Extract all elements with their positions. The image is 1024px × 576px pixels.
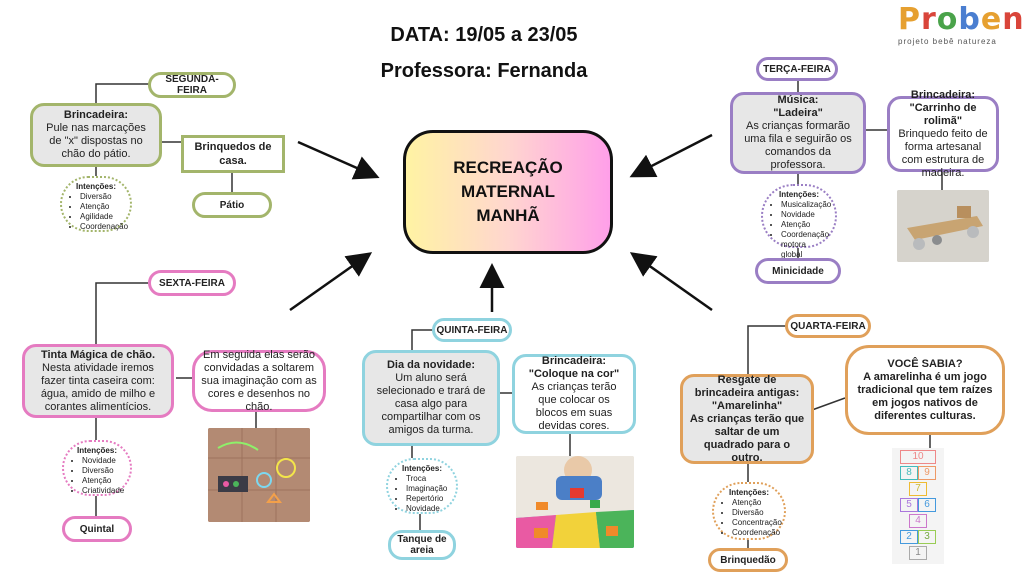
tuesday-intentions: Intenções: Musicalização Novidade Atençã…	[761, 184, 837, 259]
wednesday-intention: Atenção	[732, 498, 778, 508]
monday-place-pill: Pátio	[192, 192, 272, 218]
thursday-intentions-title: Intenções:	[401, 464, 442, 473]
monday-activity-box: Brincadeira: Pule nas marcações de "x" d…	[30, 103, 162, 167]
friday-activity-title: Tinta Mágica de chão.	[40, 348, 156, 361]
wednesday-intention: Coordenação	[732, 528, 780, 538]
monday-intention: Diversão	[80, 192, 124, 202]
friday-side-text: Em seguida elas serão convidadas a solta…	[201, 348, 317, 413]
wednesday-intention: Diversão	[732, 508, 778, 518]
hopscotch-cell: 9	[918, 466, 936, 480]
tuesday-activity-text: As crianças formarão uma fila e seguirão…	[744, 120, 852, 171]
thursday-side-text: As crianças terão que colocar os blocos …	[531, 381, 617, 432]
wednesday-intentions-title: Intenções:	[728, 488, 769, 497]
monday-activity-text: Pule nas marcações de "x" dispostas no c…	[46, 122, 146, 160]
teacher-title: Professora: Fernanda	[380, 60, 588, 82]
tuesday-intentions-title: Intenções:	[778, 190, 819, 199]
thursday-place-pill: Tanque de areia	[388, 530, 456, 560]
arrow-friday	[289, 252, 373, 312]
tuesday-side-box: Brincadeira: "Carrinho de rolimã" Brinqu…	[887, 89, 999, 179]
tuesday-activity-subtitle: "Ladeira"	[773, 107, 823, 119]
thursday-side-subtitle: "Coloque na cor"	[528, 368, 620, 380]
center-line3: MANHÃ	[476, 206, 540, 225]
friday-day-pill: SEXTA-FEIRA	[148, 270, 236, 296]
wednesday-activity-box: Resgate de brincadeira antigas: "Amareli…	[680, 374, 814, 464]
friday-intentions: Intenções: Novidade Diversão Atenção Cri…	[62, 440, 132, 496]
cart-photo	[897, 190, 989, 262]
thursday-side-box: Brincadeira: "Coloque na cor" As criança…	[512, 354, 636, 434]
thursday-activity-text: Um aluno será selecionado e trará de cas…	[376, 372, 486, 436]
hopscotch-cell: 3	[918, 530, 936, 544]
thursday-activity-title: Dia da novidade:	[386, 359, 476, 371]
thursday-intention: Troca	[406, 474, 450, 484]
tuesday-activity-title: Música:	[777, 94, 819, 106]
thursday-intention: Novidade	[406, 504, 450, 514]
hopscotch-cell: 8	[900, 466, 918, 480]
friday-intentions-title: Intenções:	[76, 446, 117, 455]
friday-intention: Novidade	[82, 456, 124, 466]
logo-tagline: projeto bebê natureza	[898, 37, 997, 46]
hopscotch-cell: 2	[900, 530, 918, 544]
center-title: RECREAÇÃO MATERNAL MANHÃ	[403, 130, 613, 254]
wednesday-intention: Concentração	[732, 518, 782, 528]
friday-intention: Atenção	[82, 476, 124, 486]
wednesday-intentions: Intenções: Atenção Diversão Concentração…	[712, 482, 786, 540]
thursday-activity-box: Dia da novidade: Um aluno será seleciona…	[362, 350, 500, 446]
thursday-intention: Imaginação	[406, 484, 450, 494]
tuesday-place-pill: Minicidade	[755, 258, 841, 284]
tuesday-side-subtitle: "Carrinho de rolimã"	[909, 101, 977, 127]
friday-activity-box: Tinta Mágica de chão. Nesta atividade ir…	[22, 344, 174, 418]
wednesday-day-pill: QUARTA-FEIRA	[785, 314, 871, 338]
hopscotch-cell: 10	[900, 450, 936, 464]
tuesday-activity-box: Música: "Ladeira" As crianças formarão u…	[730, 92, 866, 174]
wednesday-activity-subtitle: "Amarelinha"	[711, 399, 783, 412]
monday-intention: Coordenação	[80, 222, 128, 232]
friday-side-box: Em seguida elas serão convidadas a solta…	[192, 348, 326, 413]
arrow-monday	[297, 140, 380, 180]
wednesday-place-pill: Brinquedão	[708, 548, 788, 572]
hopscotch-cell: 6	[918, 498, 936, 512]
center-line1: RECREAÇÃO	[453, 158, 563, 177]
monday-intentions-title: Intenções:	[75, 182, 116, 191]
wednesday-side-box: VOCÊ SABIA? A amarelinha é um jogo tradi…	[845, 345, 1005, 435]
monday-intention: Agilidade	[80, 212, 124, 222]
date-title: DATA: 19/05 a 23/05	[390, 24, 578, 46]
hopscotch-cell: 4	[909, 514, 927, 528]
tuesday-side-title: Brincadeira:	[910, 88, 976, 101]
tuesday-intention: Atenção	[781, 220, 829, 230]
chalk-floor-photo	[208, 428, 310, 522]
wednesday-side-text: A amarelinha é um jogo tradicional que t…	[857, 370, 993, 422]
logo-wordmark: Proben	[898, 2, 1024, 37]
thursday-side-title: Brincadeira:	[541, 355, 607, 367]
hopscotch-cell: 1	[909, 546, 927, 560]
blocks-photo	[516, 456, 634, 548]
hopscotch-illustration: 10 8 9 7 5 6 4 2 3 1	[892, 448, 944, 564]
tuesday-intention: Novidade	[781, 210, 829, 220]
monday-intentions: Intenções: Diversão Atenção Agilidade Co…	[60, 176, 132, 232]
arrow-wednesday	[629, 252, 713, 312]
logo: Proben projeto bebê natureza	[898, 2, 1024, 54]
hopscotch-cell: 7	[909, 482, 927, 496]
tuesday-intention: Coordenação motora global	[781, 230, 829, 260]
thursday-day-pill: QUINTA-FEIRA	[432, 318, 512, 342]
wednesday-activity-text: As crianças terão que saltar de um quadr…	[689, 412, 805, 464]
monday-intention: Atenção	[80, 202, 124, 212]
monday-side-box: Brinquedos de casa.	[181, 135, 285, 173]
center-line2: MATERNAL	[460, 182, 556, 201]
tuesday-intention: Musicalização	[781, 200, 831, 210]
arrow-tuesday	[629, 133, 713, 178]
monday-activity-title: Brincadeira:	[63, 109, 129, 121]
tuesday-day-pill: TERÇA-FEIRA	[756, 57, 838, 81]
friday-intention: Diversão	[82, 466, 124, 476]
friday-activity-text: Nesta atividade iremos fazer tinta casei…	[40, 361, 156, 413]
tuesday-side-text: Brinquedo feito de forma artesanal com e…	[898, 127, 988, 179]
monday-day-pill: SEGUNDA-FEIRA	[148, 72, 236, 98]
wednesday-side-title: VOCÊ SABIA?	[887, 357, 963, 370]
wednesday-activity-title: Resgate de brincadeira antigas:	[694, 373, 800, 399]
friday-place-pill: Quintal	[62, 516, 132, 542]
thursday-intentions: Intenções: Troca Imaginação Repertório N…	[386, 458, 458, 514]
friday-intention: Criatividade	[82, 486, 124, 496]
thursday-intention: Repertório	[406, 494, 450, 504]
hopscotch-cell: 5	[900, 498, 918, 512]
